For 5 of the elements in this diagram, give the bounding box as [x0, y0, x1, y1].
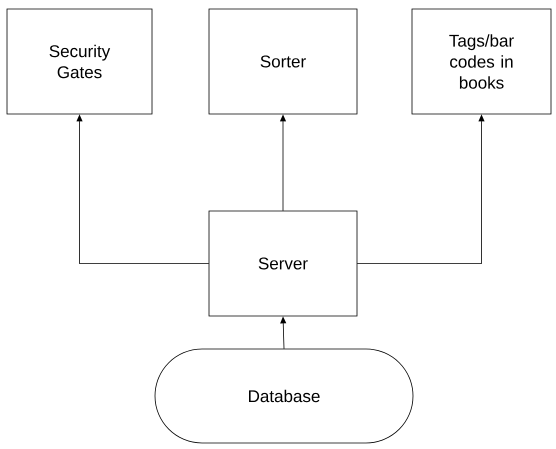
- process-box: Security Gates: [6, 8, 152, 114]
- database-terminator: Database: [154, 348, 414, 444]
- process-box: Tags/bar codes in books: [412, 8, 552, 114]
- process-box: Sorter: [208, 8, 358, 114]
- process-box: Server: [208, 210, 358, 316]
